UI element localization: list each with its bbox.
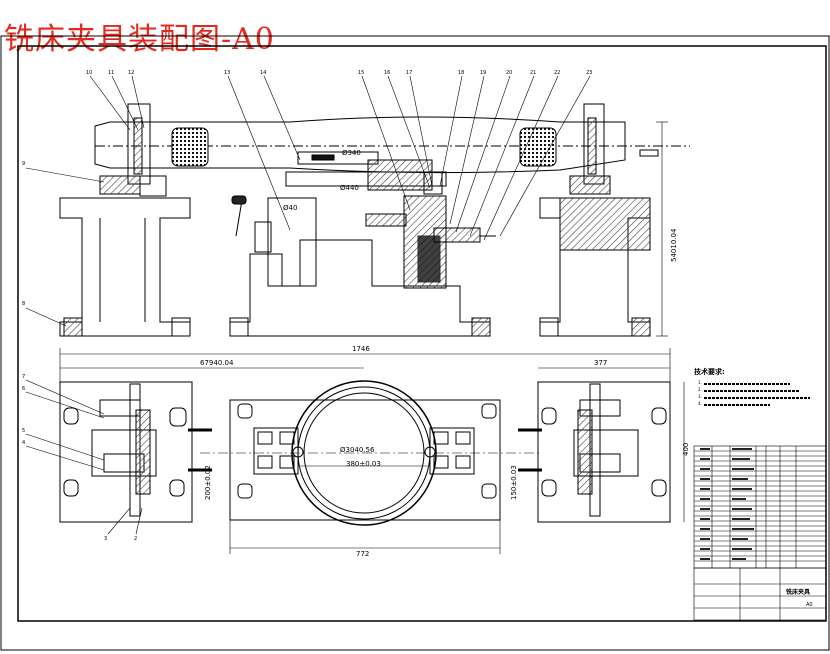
balloon-5: 5 xyxy=(22,428,25,434)
part-balloons-left xyxy=(25,167,105,327)
balloon-15: 15 xyxy=(358,70,364,76)
balloon-12: 12 xyxy=(128,70,134,76)
balloon-numbers-top: 10 11 12 13 14 15 16 17 18 19 20 21 22 2… xyxy=(86,70,592,76)
dim-left-offset: 67940.04 xyxy=(200,359,234,367)
balloon-17: 17 xyxy=(406,70,412,76)
top-diameter-label: Ø340 xyxy=(342,149,361,157)
dim-right-height: 150±0.03 xyxy=(510,465,518,500)
drawing-border xyxy=(0,35,830,651)
title-block-name: 铣床夹具 xyxy=(786,588,810,596)
front-view-dimensions xyxy=(656,121,668,337)
balloon-10: 10 xyxy=(86,70,92,76)
tech-notes-heading: 技术要求: xyxy=(694,367,725,376)
balloon-18: 18 xyxy=(458,70,464,76)
balloon-22: 22 xyxy=(554,70,560,76)
dim-bore-diameter: 380±0.03 xyxy=(346,460,381,468)
dim-left-height: 200±0.02 xyxy=(204,465,212,500)
balloon-2: 2 xyxy=(134,536,137,542)
height-dimension: 54010.04 xyxy=(670,228,678,262)
side-diameter-label: Ø40 xyxy=(283,204,297,212)
balloon-3: 3 xyxy=(104,536,107,542)
parts-list-fill xyxy=(700,448,754,560)
title-block-scale: A0 xyxy=(806,602,813,608)
balloon-14: 14 xyxy=(260,70,266,76)
plan-view xyxy=(59,380,671,526)
tech-note-1: 1. xyxy=(698,380,702,385)
technical-notes: 技术要求: 1. 2. 3. 4. xyxy=(694,367,810,406)
balloon-23: 23 xyxy=(586,70,592,76)
balloon-16: 16 xyxy=(384,70,390,76)
dim-bore-inner: Ø3040.56 xyxy=(340,446,375,454)
plan-dimension-lines xyxy=(59,348,685,554)
parts-list-table xyxy=(693,445,827,621)
balloon-21: 21 xyxy=(530,70,536,76)
balloon-19: 19 xyxy=(480,70,486,76)
balloon-8: 8 xyxy=(22,301,25,307)
tech-note-4: 4. xyxy=(698,401,702,406)
dim-base-width: 772 xyxy=(356,550,369,558)
drawing-title: 铣床夹具装配图-A0 xyxy=(4,22,275,57)
balloon-6: 6 xyxy=(22,386,25,392)
balloon-9: 9 xyxy=(22,161,25,167)
dim-right-offset: 377 xyxy=(594,359,607,367)
balloon-7: 7 xyxy=(22,374,25,380)
top-diameter-label-2: Ø440 xyxy=(340,184,359,192)
balloon-4: 4 xyxy=(22,440,25,446)
dim-plan-height: 400 xyxy=(682,443,690,456)
dim-overall-length: 1746 xyxy=(352,345,370,353)
tech-note-2: 2. xyxy=(698,387,702,392)
balloon-11: 11 xyxy=(108,70,114,76)
part-balloons-plan xyxy=(25,379,143,535)
tech-note-3: 3. xyxy=(698,394,702,399)
front-view xyxy=(59,103,690,337)
part-balloons-top xyxy=(89,75,591,241)
balloon-13: 13 xyxy=(224,70,230,76)
balloon-20: 20 xyxy=(506,70,512,76)
